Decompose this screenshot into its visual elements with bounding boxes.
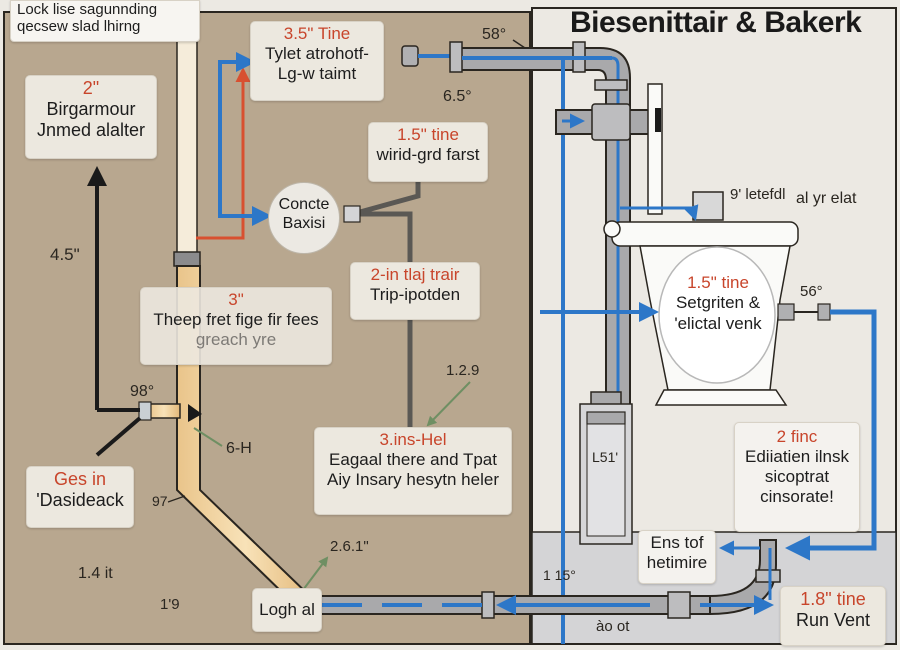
label-line1: Birgarmour [46, 99, 136, 120]
label-line1: Thеep fret fige fir fees [153, 310, 319, 330]
note-line1: 9' letefdl [730, 186, 786, 203]
dim-45: 4.5" [50, 245, 80, 264]
dim-l51: L51' [592, 449, 619, 465]
bottom-drain-pipe [309, 539, 781, 619]
label-size: 3.ins-Hel [379, 430, 447, 449]
label-line2: Aiy Insary hesytn heler [327, 470, 499, 490]
label-line2: hetimire [646, 553, 708, 573]
connector-box-circle: Concte Baxisi [268, 182, 340, 254]
label-toilet-vent: 1.5" tine Setgriten & 'elictal venk [660, 273, 776, 334]
label-logh: Logh al [252, 588, 322, 632]
page-title: Biesenittair & Bakerk [570, 6, 862, 39]
tee-fitting [555, 79, 663, 215]
label-size: 2-in tlaj trair [370, 265, 460, 284]
dim-aoot: ào ot [596, 618, 630, 635]
label-line2: greach yre [195, 330, 277, 350]
label-size: 2 finc [776, 427, 818, 446]
label-line2: sicoptrat [764, 467, 830, 487]
label-size: Ges in [53, 469, 107, 489]
label-size: 1.5" tine [687, 273, 749, 292]
header-note-line2: qecsew slad lhirng [17, 18, 141, 35]
note-line2: al yr elat [796, 190, 857, 207]
leader-6h [193, 427, 223, 447]
dim-65: 6.5° [443, 88, 472, 105]
dim-56: 56° [800, 283, 823, 300]
label-2in-trap: 2-in tlaj trair Trip-ipotden [350, 262, 480, 320]
dim-97: 97 [152, 493, 168, 509]
note-al-yr-elat: al yr elat [796, 190, 856, 208]
dim-129: 1.2.9 [446, 362, 480, 379]
label-line2: Lg-w taimt [277, 64, 357, 84]
dim-14it: 1.4 it [78, 565, 113, 582]
dim-115: 1 15° [543, 567, 576, 583]
label-line1: Eagaal there and Tpat [329, 450, 497, 470]
toilet-fixture [540, 191, 799, 406]
label-line2: Jnmed alalter [36, 120, 146, 141]
dim-58: 58° [482, 26, 507, 43]
dim-19: 1'9 [160, 596, 180, 613]
label-2-finc: 2 finc Ediiatien ilnsk sicoptrat cinsora… [734, 422, 860, 532]
dim-261: 2.6.1" [330, 538, 369, 555]
leader-58 [512, 39, 526, 49]
label-line1: Ediiatien ilnsk [745, 447, 849, 467]
label-size: 2" [82, 78, 100, 98]
label-line3: cinsorate! [760, 487, 834, 507]
label-line1: Trip-ipotden [369, 285, 461, 305]
vent-arrow-black [87, 166, 202, 457]
dim-98: 98° [130, 383, 155, 400]
label-line1: Tylet atrohotf- [265, 44, 369, 64]
label-size: 1.5" tine [397, 125, 459, 144]
leader-97 [167, 495, 186, 503]
note-letefdl: 9' letefdl [730, 186, 785, 203]
header-note: Lock lise sagunnding qecsew slad lhirng [10, 0, 200, 42]
label-line1: Logh al [259, 600, 315, 619]
label-3in: 3" Thеep fret fige fir fees greach yre [140, 287, 332, 365]
label-3ins-hel: 3.ins-Hel Eagaal there and Tpat Aiy Insa… [314, 427, 512, 515]
label-line1: Run Vent [795, 610, 871, 631]
label-35-tine: 3.5" Tine Tylet atrohotf- Lg-w taimt [250, 21, 384, 101]
label-gas-in: Ges in 'Dasideack [26, 466, 134, 528]
cleanout-cylinder [579, 391, 633, 545]
label-line1: wirid-grd farst [376, 145, 480, 165]
right-supply-line [777, 303, 877, 561]
label-line1: 'Dasideack [36, 490, 124, 511]
leader-261 [302, 556, 329, 591]
hot-line-red [196, 67, 251, 240]
label-size: 3" [228, 290, 244, 309]
label-run-vent: 1.8" tine Run Vent [780, 586, 886, 646]
header-note-line1: Lock lise sagunnding [17, 1, 158, 18]
label-line1: Ens tof [650, 533, 704, 552]
label-line2: 'elictal venk [674, 313, 762, 333]
label-line1: Setgriten & [675, 293, 761, 313]
label-size: 3.5" Tine [283, 24, 351, 43]
dim-6h: 6-H [226, 440, 252, 457]
label-size: 1.8" tine [800, 589, 866, 609]
connector-line1: Concte [278, 196, 330, 213]
leader-129 [426, 381, 471, 427]
connector-line2: Baxisi [282, 215, 326, 233]
label-2in-birgarmour: 2" Birgarmour Jnmed alalter [25, 75, 157, 159]
gray-drain-pipe [343, 182, 421, 430]
label-15-tine-top: 1.5" tine wirid-grd farst [368, 122, 488, 182]
label-ens-tof: Ens tof hetimire [638, 530, 716, 584]
